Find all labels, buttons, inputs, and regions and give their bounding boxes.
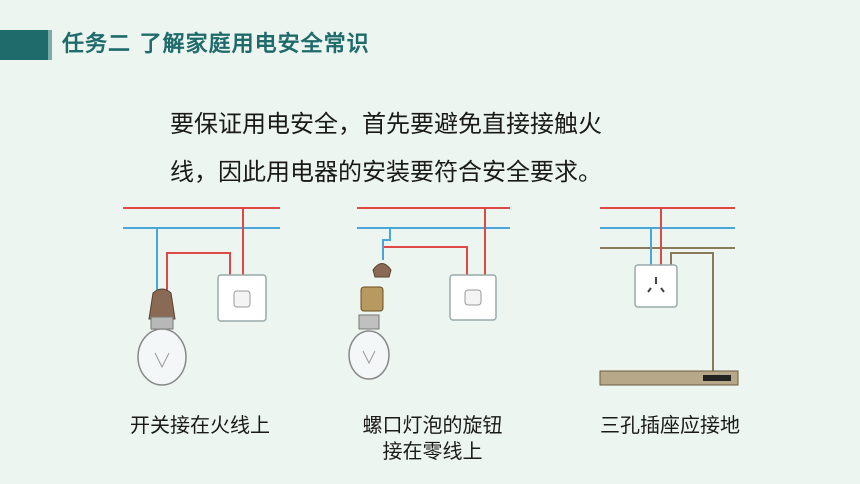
caption-line-1: 螺口灯泡的旋钮 — [362, 413, 503, 437]
lamp-switch-connection — [166, 252, 231, 290]
caption-line-2: 接在零线上 — [382, 439, 483, 463]
title-bar-decoration — [0, 30, 48, 60]
paragraph-line-1: 要保证用电安全，首先要避免直接接触火 — [170, 110, 602, 138]
switch-live-wire-diagram — [123, 207, 280, 386]
socket-ground-connection — [670, 252, 714, 375]
screw-base-bulb — [348, 314, 390, 380]
page-title: 任务二 了解家庭用电安全常识 — [62, 32, 370, 57]
wall-switch — [217, 274, 267, 322]
caption-screw-bulb-neutral: 螺口灯泡的旋钮 接在零线上 — [340, 412, 525, 464]
body-paragraph: 要保证用电安全，首先要避免直接接触火 线，因此用电器的安装要符合安全要求。 — [170, 100, 690, 196]
light-bulb — [137, 288, 187, 386]
lamp-holder — [360, 263, 392, 312]
wall-switch — [449, 274, 497, 321]
paragraph-line-2: 线，因此用电器的安装要符合安全要求。 — [170, 158, 602, 186]
screw-bulb-neutral-diagram — [348, 207, 510, 380]
lamp-switch-connection — [382, 246, 468, 277]
lamp-neutral-connection — [382, 228, 391, 260]
caption-grounded-socket: 三孔插座应接地 — [600, 413, 740, 437]
caption-switch-live-wire: 开关接在火线上 — [130, 413, 270, 437]
three-pin-socket — [634, 264, 678, 308]
ground-symbol — [599, 370, 739, 386]
title-bar-accent — [48, 30, 52, 60]
grounded-socket-diagram — [599, 207, 739, 386]
